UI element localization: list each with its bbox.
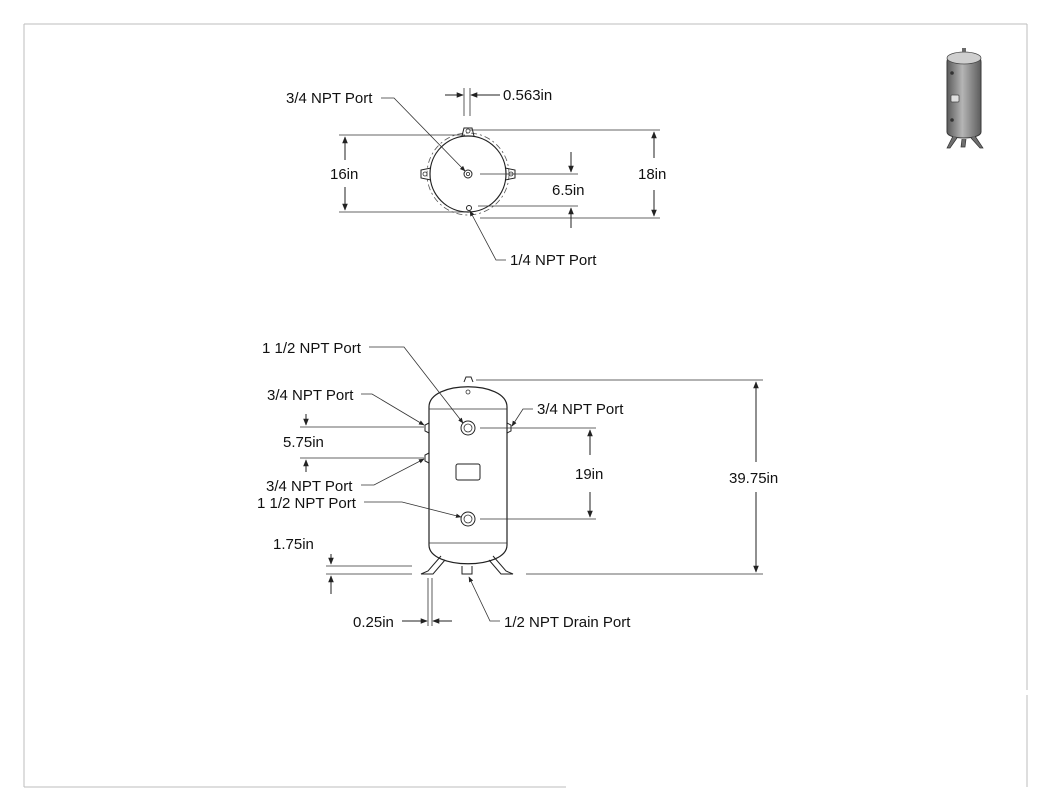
dim-base-label: 1.75in bbox=[273, 536, 314, 553]
drain-port bbox=[461, 566, 473, 575]
dim-left-spacing-label: 5.75in bbox=[283, 434, 324, 451]
dim-center-label: 6.5in bbox=[552, 182, 585, 199]
side-view: 19in 39.75in 5.75in 1.75in 0.25in 1 1/2 … bbox=[257, 340, 778, 631]
port-top-label: 3/4 NPT Port bbox=[286, 90, 373, 107]
dim-outer-dia-label: 18in bbox=[638, 166, 666, 183]
tank-side-outline bbox=[428, 386, 508, 565]
drain-label: 1/2 NPT Drain Port bbox=[504, 614, 631, 631]
drawing-frame bbox=[23, 23, 1028, 788]
dim-foot-label: 0.25in bbox=[353, 614, 394, 631]
port-top-14 bbox=[466, 205, 472, 211]
port-side-left-lower bbox=[424, 452, 430, 464]
leg-left bbox=[420, 555, 446, 575]
lifting-lug bbox=[461, 127, 475, 137]
port-top-34 bbox=[463, 169, 473, 179]
dim-total-height-label: 39.75in bbox=[729, 470, 778, 487]
mounting-lug-left bbox=[420, 167, 432, 181]
port-upper-main-label: 1 1/2 NPT Port bbox=[262, 340, 362, 357]
dim-inner-dia-label: 16in bbox=[330, 166, 358, 183]
dim-port-spacing-label: 19in bbox=[575, 466, 603, 483]
top-view: 0.563in 16in 18in 6.5in 3/4 NPT Port 1/4… bbox=[286, 87, 666, 269]
port-lower-main-label: 1 1/2 NPT Port bbox=[257, 495, 357, 512]
port-left-lower-label: 3/4 NPT Port bbox=[266, 478, 353, 495]
port-side-lower-main bbox=[460, 511, 476, 527]
port-bottom-label: 1/4 NPT Port bbox=[510, 252, 597, 269]
port-left-upper-label: 3/4 NPT Port bbox=[267, 387, 354, 404]
leg-right bbox=[488, 555, 514, 575]
port-side-left-upper bbox=[424, 422, 430, 434]
nameplate bbox=[455, 463, 481, 481]
port-side-upper-main bbox=[460, 420, 476, 436]
top-fitting bbox=[463, 376, 474, 383]
port-right-upper-label: 3/4 NPT Port bbox=[537, 401, 624, 418]
tank-isometric-thumbnail bbox=[946, 48, 984, 149]
dim-offset-label: 0.563in bbox=[503, 87, 552, 104]
